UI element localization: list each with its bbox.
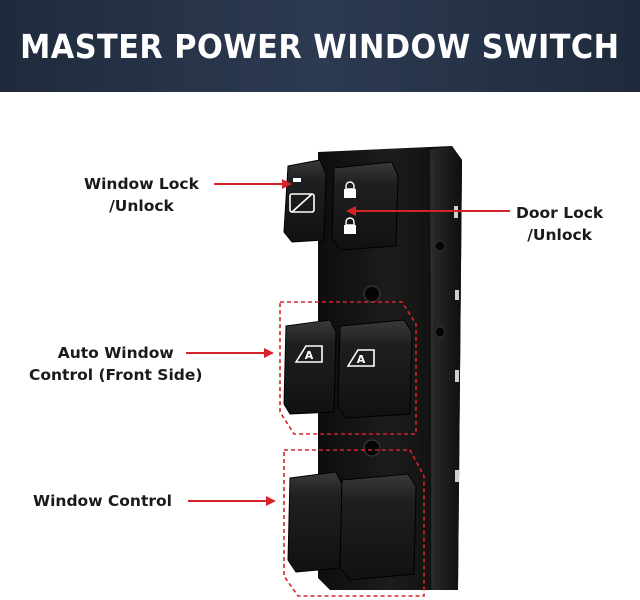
callout-auto-window: Auto Window Control (Front Side) bbox=[29, 342, 202, 386]
window-control-button-left[interactable] bbox=[287, 471, 343, 573]
arrow-auto-window bbox=[186, 348, 274, 358]
auto-label-left: A bbox=[305, 349, 314, 362]
callout-door-lock-line2: /Unlock bbox=[527, 226, 592, 244]
arrow-window-control bbox=[188, 496, 276, 506]
highlight-window-control bbox=[283, 449, 425, 597]
callout-auto-window-line1: Auto Window bbox=[57, 344, 174, 362]
switch-illustration: A A bbox=[186, 146, 510, 597]
banner-title: MASTER POWER WINDOW SWITCH bbox=[20, 26, 620, 66]
callout-door-lock: Door Lock /Unlock bbox=[516, 202, 603, 246]
header-banner: MASTER POWER WINDOW SWITCH bbox=[0, 0, 640, 92]
callout-window-lock-line2: /Unlock bbox=[109, 197, 174, 215]
auto-label-right: A bbox=[357, 353, 366, 366]
arrow-door-lock bbox=[346, 206, 510, 216]
window-control-button-right[interactable] bbox=[339, 473, 417, 581]
callout-window-control: Window Control bbox=[33, 490, 172, 512]
callout-door-lock-line1: Door Lock bbox=[516, 204, 604, 222]
callout-window-control-line1: Window Control bbox=[33, 492, 172, 510]
door-lock-button[interactable] bbox=[331, 161, 399, 251]
auto-window-button-right[interactable]: A bbox=[337, 319, 413, 419]
callout-window-lock: Window Lock /Unlock bbox=[84, 173, 199, 217]
arrow-window-lock bbox=[214, 179, 292, 189]
callout-auto-window-line2: Control (Front Side) bbox=[29, 366, 203, 384]
highlight-auto-window bbox=[279, 301, 417, 435]
auto-window-button-left[interactable]: A bbox=[283, 319, 337, 415]
callout-window-lock-line1: Window Lock bbox=[84, 175, 199, 193]
window-lock-button[interactable] bbox=[283, 159, 327, 243]
